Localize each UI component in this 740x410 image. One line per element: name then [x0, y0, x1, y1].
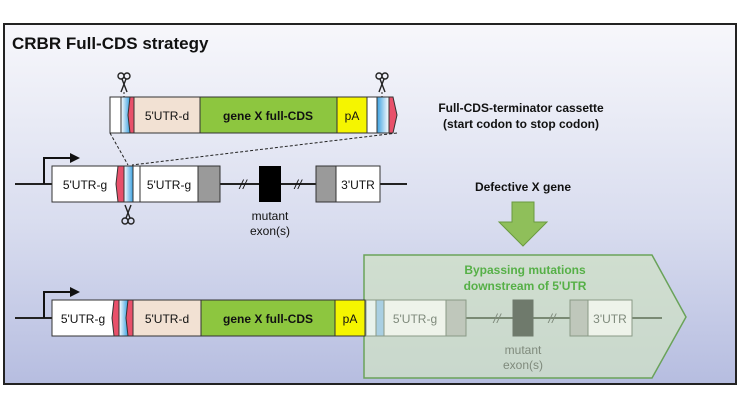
cassette-right-site-blue [376, 96, 390, 134]
genome-mutant-line1: mutant [252, 209, 289, 223]
cassette-left-red-site [127, 96, 135, 134]
result-break-1: // [492, 311, 502, 326]
bypass-line1: Bypassing mutations [464, 263, 586, 277]
bypass-line2: downstream of 5'UTR [464, 279, 587, 293]
genome-break-1: // [238, 177, 248, 192]
genome-exon-grey-1 [197, 165, 221, 203]
cassette-caption-line2: (start codon to stop codon) [443, 117, 599, 131]
genome-3utr-label: 3'UTR [341, 178, 375, 192]
genome-5utr-g-box-b [139, 165, 199, 203]
result-faded-exon-1 [445, 299, 467, 337]
result-pa-box [334, 299, 366, 337]
promoter-arrowhead [70, 287, 80, 297]
cassette-cds-label: gene X full-CDS [223, 109, 313, 123]
cassette-5utr-d-label: 5'UTR-d [145, 109, 189, 123]
scissors-icon [121, 204, 135, 225]
genome-mutant-exon [259, 166, 281, 202]
result-red-site [111, 299, 120, 337]
promoter-arrow-icon [43, 291, 70, 318]
result-mutant-line1: mutant [505, 343, 542, 357]
cassette-5utr-d-box [133, 96, 201, 134]
cassette: 5'UTR-d gene X full-CDS pA [109, 96, 398, 134]
down-arrow-icon [497, 201, 549, 247]
result-5utr-g-box [51, 299, 115, 337]
cassette-pa-label: pA [345, 109, 360, 123]
genome-mutant-line2: exon(s) [250, 224, 290, 238]
result-locus: 5'UTR-g 5'UTR-d gene X full-CDS pA 5'UTR… [15, 287, 662, 372]
genome-3utr-box [335, 165, 381, 203]
result-5utr-g-label: 5'UTR-g [61, 312, 105, 326]
genome-locus: 5'UTR-g 5'UTR-g // // 3'UTR mutant exon(… [15, 153, 407, 238]
scissors-icon [117, 72, 131, 93]
result-faded-5utr-g-label: 5'UTR-g [393, 312, 437, 326]
result-faded-3utr-label: 3'UTR [593, 312, 627, 326]
result-cds-box [200, 299, 336, 337]
genome-exon-grey-2 [315, 165, 337, 203]
genome-white-site [132, 165, 141, 203]
result-faded-3utr-box [587, 299, 633, 337]
scissors-icon [375, 72, 389, 93]
cassette-right-site-white [366, 96, 378, 134]
genome-5utr-g-label-a: 5'UTR-g [63, 178, 107, 192]
result-cds-label: gene X full-CDS [223, 312, 313, 326]
result-red-site-2 [125, 299, 134, 337]
genome-red-site [115, 165, 125, 203]
result-pa-label: pA [343, 312, 358, 326]
result-5utr-d-label: 5'UTR-d [145, 312, 189, 326]
genome-5utr-g-label-b: 5'UTR-g [147, 178, 191, 192]
result-faded-blue-site [375, 299, 385, 337]
defective-gene-label: Defective X gene [475, 180, 571, 194]
insertion-dashed-line-right [131, 132, 398, 166]
cassette-right-red-site [388, 96, 398, 134]
genome-5utr-g-box-a [51, 165, 119, 203]
cassette-caption-line1: Full-CDS-terminator cassette [438, 101, 604, 115]
genome-blue-site [123, 165, 134, 203]
promoter-arrowhead [70, 153, 80, 163]
result-faded-exon-2 [569, 299, 589, 337]
panel-title: CRBR Full-CDS strategy [12, 34, 209, 53]
genome-break-2: // [293, 177, 303, 192]
result-5utr-d-box [132, 299, 202, 337]
cassette-left-site-white [109, 96, 123, 134]
result-mutant-line2: exon(s) [503, 358, 543, 372]
result-faded-site [365, 299, 377, 337]
insertion-dashed-line-left [109, 132, 129, 166]
result-faded-mutant-exon [512, 299, 534, 337]
result-break-2: // [547, 311, 557, 326]
promoter-arrow-icon [43, 157, 70, 184]
